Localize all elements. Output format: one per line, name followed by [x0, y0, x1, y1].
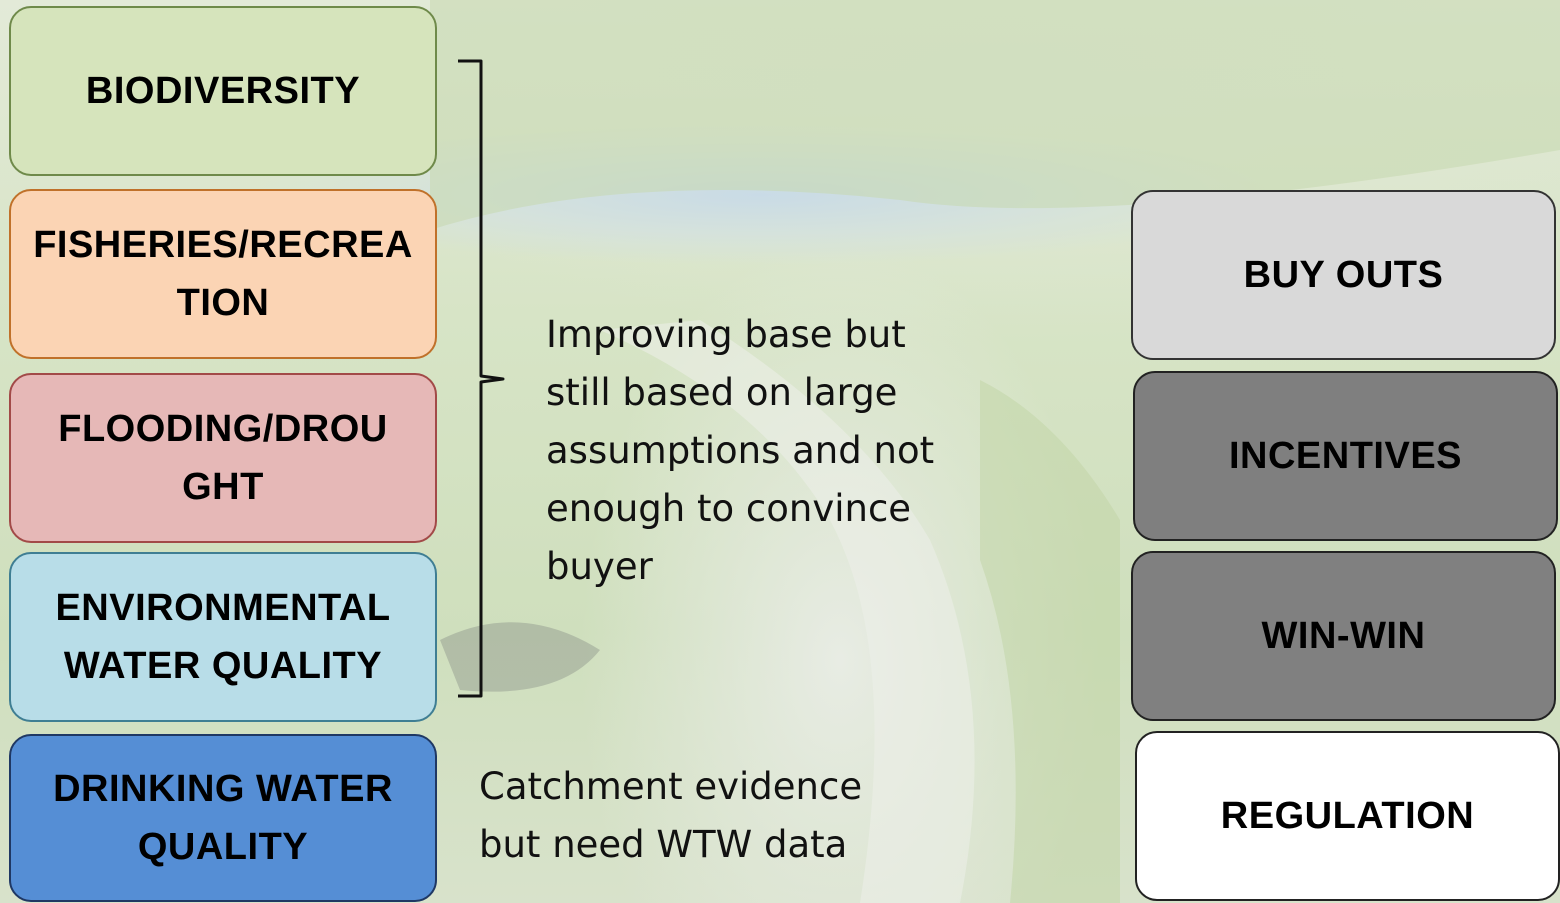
win-win-label: WIN-WIN: [1261, 615, 1426, 657]
buy-outs-box: BUY OUTS: [1131, 190, 1556, 360]
drinking-water-note-line2: but need WTW data: [479, 823, 848, 866]
bracket-note-line1: Improving base but: [546, 313, 906, 356]
bracket-note-line5: buyer: [546, 545, 653, 588]
flooding-drought-label-line2: GHT: [182, 466, 264, 508]
buy-outs-label: BUY OUTS: [1243, 254, 1444, 296]
bracket-note-line2: still based on large: [546, 371, 898, 414]
environmental-water-quality-label-line1: ENVIRONMENTAL: [55, 587, 391, 629]
drinking-water-note-line1: Catchment evidence: [479, 765, 863, 808]
incentives-label: INCENTIVES: [1228, 435, 1463, 477]
fisheries-recreation-label-line2: TION: [176, 282, 270, 324]
biodiversity-label: BIODIVERSITY: [85, 70, 361, 112]
fisheries-recreation-box: FISHERIES/RECREA TION: [9, 189, 437, 359]
biodiversity-box: BIODIVERSITY: [9, 6, 437, 176]
regulation-box: REGULATION: [1135, 731, 1560, 901]
incentives-box: INCENTIVES: [1133, 371, 1558, 541]
environmental-water-quality-label-line2: WATER QUALITY: [63, 645, 383, 687]
fisheries-recreation-label-line1: FISHERIES/RECREA: [33, 224, 413, 266]
bracket-note-line3: assumptions and not: [546, 429, 935, 472]
drinking-water-quality-box: DRINKING WATER QUALITY: [9, 734, 437, 902]
bracket-note: Improving base but still based on large …: [546, 306, 986, 596]
environmental-water-quality-box: ENVIRONMENTAL WATER QUALITY: [9, 552, 437, 722]
drinking-water-quality-label-line1: DRINKING WATER: [53, 768, 393, 810]
drinking-water-quality-label-line2: QUALITY: [137, 826, 309, 868]
flooding-drought-box: FLOODING/DROU GHT: [9, 373, 437, 543]
drinking-water-note: Catchment evidence but need WTW data: [479, 758, 959, 874]
regulation-label: REGULATION: [1220, 795, 1475, 837]
win-win-box: WIN-WIN: [1131, 551, 1556, 721]
bracket-note-line4: enough to convince: [546, 487, 912, 530]
flooding-drought-label-line1: FLOODING/DROU: [58, 408, 388, 450]
right-curly-brace: [458, 59, 505, 698]
